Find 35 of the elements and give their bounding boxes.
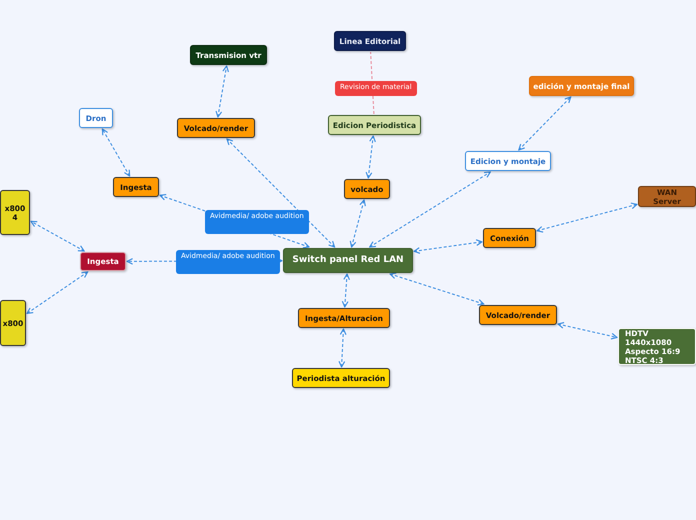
topic-box — [465, 151, 551, 171]
topic-box — [638, 186, 696, 207]
topic-box — [292, 368, 390, 388]
topic-box — [479, 305, 557, 325]
topic-box — [177, 118, 255, 138]
topic-box — [80, 252, 126, 271]
connector-arrow — [390, 272, 484, 306]
topic-box — [0, 300, 26, 346]
connector-arrow — [536, 202, 638, 233]
topic-box — [190, 45, 267, 65]
topic-box — [529, 76, 634, 96]
connector-arrow — [350, 199, 366, 248]
topic-box — [618, 328, 696, 365]
topic-box — [113, 177, 159, 197]
central-topic-box — [283, 248, 413, 273]
topic-box — [0, 190, 30, 235]
connector-arrow — [342, 273, 350, 308]
topic-box — [298, 308, 390, 328]
connector-arrow — [226, 138, 336, 248]
connector-arrow — [102, 128, 130, 177]
connector-arrow — [338, 328, 347, 368]
connector-arrow — [30, 220, 85, 252]
topic-box — [328, 115, 421, 135]
connector-arrow — [557, 322, 618, 340]
connector-arrow — [369, 171, 491, 248]
topic-text: Switch panel Red LAN — [292, 255, 404, 266]
connector-arrow — [518, 96, 572, 151]
topic-box — [344, 179, 390, 199]
topic-box — [334, 31, 406, 51]
connector-arrow — [216, 65, 229, 118]
topic-box — [483, 228, 536, 248]
connector-arrow — [413, 239, 483, 254]
connector-arrow — [366, 135, 376, 179]
connector-arrow — [26, 271, 88, 314]
topic-box — [79, 108, 113, 128]
